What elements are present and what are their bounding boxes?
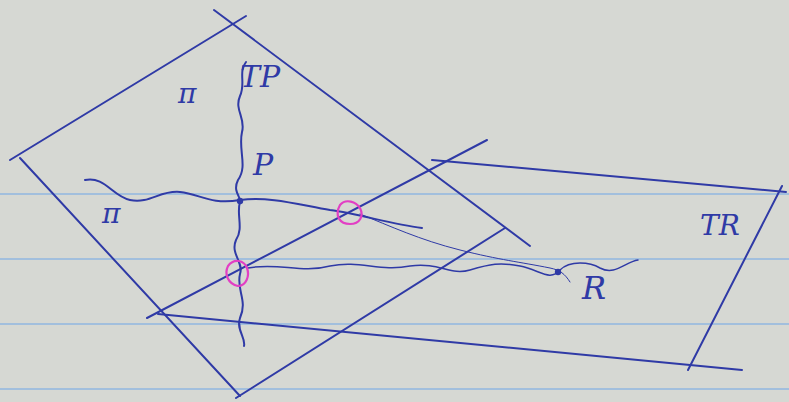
plane-label: TP	[240, 62, 280, 92]
tangent-plane-p	[10, 10, 530, 398]
curve-label: π	[178, 80, 196, 108]
point-label: R	[582, 272, 606, 304]
point-label: P	[253, 150, 273, 180]
curves	[85, 62, 638, 346]
intersection-marks	[226, 201, 361, 286]
plane-label: TR	[700, 212, 740, 240]
tangent-plane-r	[158, 160, 786, 370]
curve-label: π	[102, 200, 120, 228]
